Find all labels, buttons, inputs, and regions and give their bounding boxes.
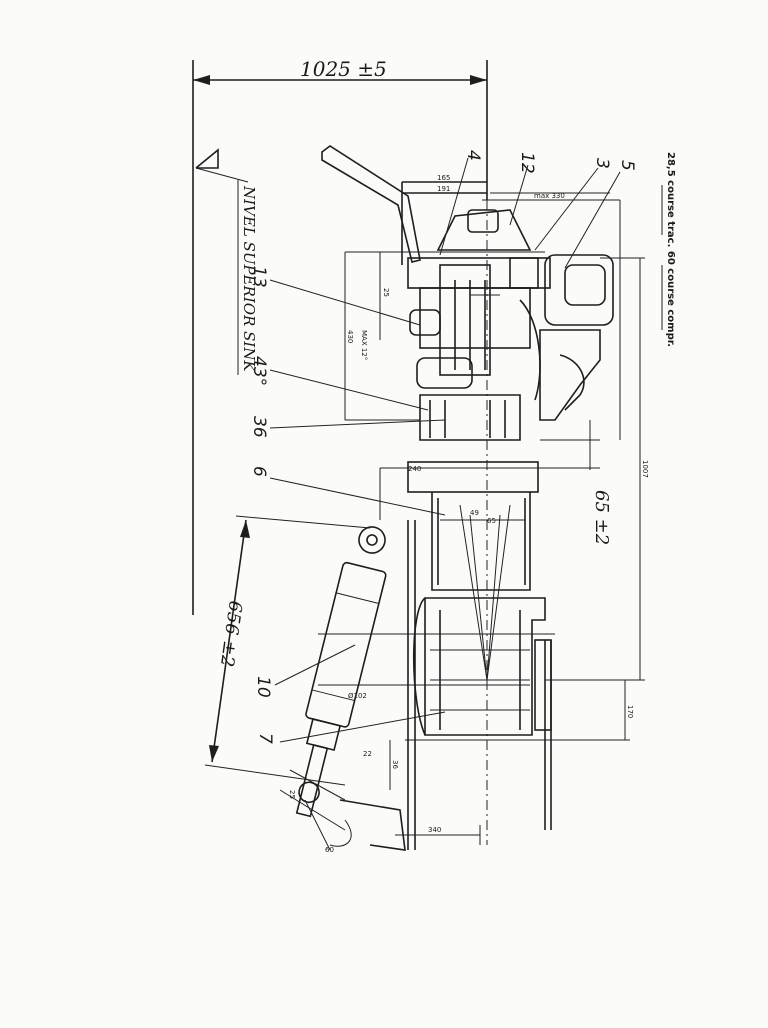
part-43: 43°	[249, 356, 269, 386]
stroke-note: 28,5 course trac. 60 course compr.	[665, 152, 676, 347]
dim-191: 191	[437, 185, 450, 193]
leader-lines	[269, 157, 621, 743]
part-13: 13	[249, 266, 269, 288]
dim-25: 25	[382, 288, 390, 297]
middle-shaft	[379, 461, 540, 681]
level-reference: NIVEL SUPERIOR SINK	[195, 148, 258, 375]
dim-340: 340	[428, 826, 441, 834]
dim-165: 165	[437, 174, 450, 182]
dim-36: 36	[391, 760, 399, 769]
offset-dimension-text: 65 ±2	[591, 490, 612, 545]
dim-22: 22	[363, 750, 372, 758]
upper-housing	[344, 181, 620, 441]
shock-length-text: 656 ±2	[216, 599, 246, 668]
lever-handle	[321, 145, 421, 263]
part-10: 10	[253, 676, 273, 698]
centerlines	[470, 200, 645, 845]
overall-length-text: 1025 ±5	[300, 57, 387, 81]
part-3: 3	[592, 158, 612, 169]
dim-65: 65	[487, 517, 496, 525]
dim-170: 170	[626, 705, 634, 718]
shock-length-dimension: 656 ±2	[204, 515, 371, 786]
small-dimension-labels: 165 191 max 330 430 25 MAX 12° 240 49 65…	[288, 174, 649, 854]
dim-240: 240	[408, 465, 421, 473]
part-7: 7	[255, 733, 275, 744]
part-number-labels: 4 12 3 5 13 43° 36 6 10 7	[249, 150, 637, 744]
dim-max330: max 330	[534, 192, 565, 200]
part-12: 12	[517, 152, 537, 174]
part-4: 4	[463, 150, 483, 161]
dim-430: 430	[346, 330, 354, 343]
level-label: NIVEL SUPERIOR SINK	[240, 185, 258, 372]
part-6: 6	[249, 466, 269, 477]
part-5: 5	[617, 160, 637, 171]
dim-102: Ø102	[348, 692, 367, 700]
overall-length-dimension: 1025 ±5	[192, 57, 488, 615]
dim-25b: 25	[288, 790, 296, 799]
part-36: 36	[249, 416, 269, 438]
dim-49: 49	[470, 509, 479, 517]
lower-mount	[279, 740, 481, 851]
dim-1007: 1007	[641, 460, 649, 478]
lower-spring-block	[318, 520, 555, 850]
dim-note: MAX 12°	[360, 330, 368, 360]
dim-60: 60	[325, 846, 334, 854]
